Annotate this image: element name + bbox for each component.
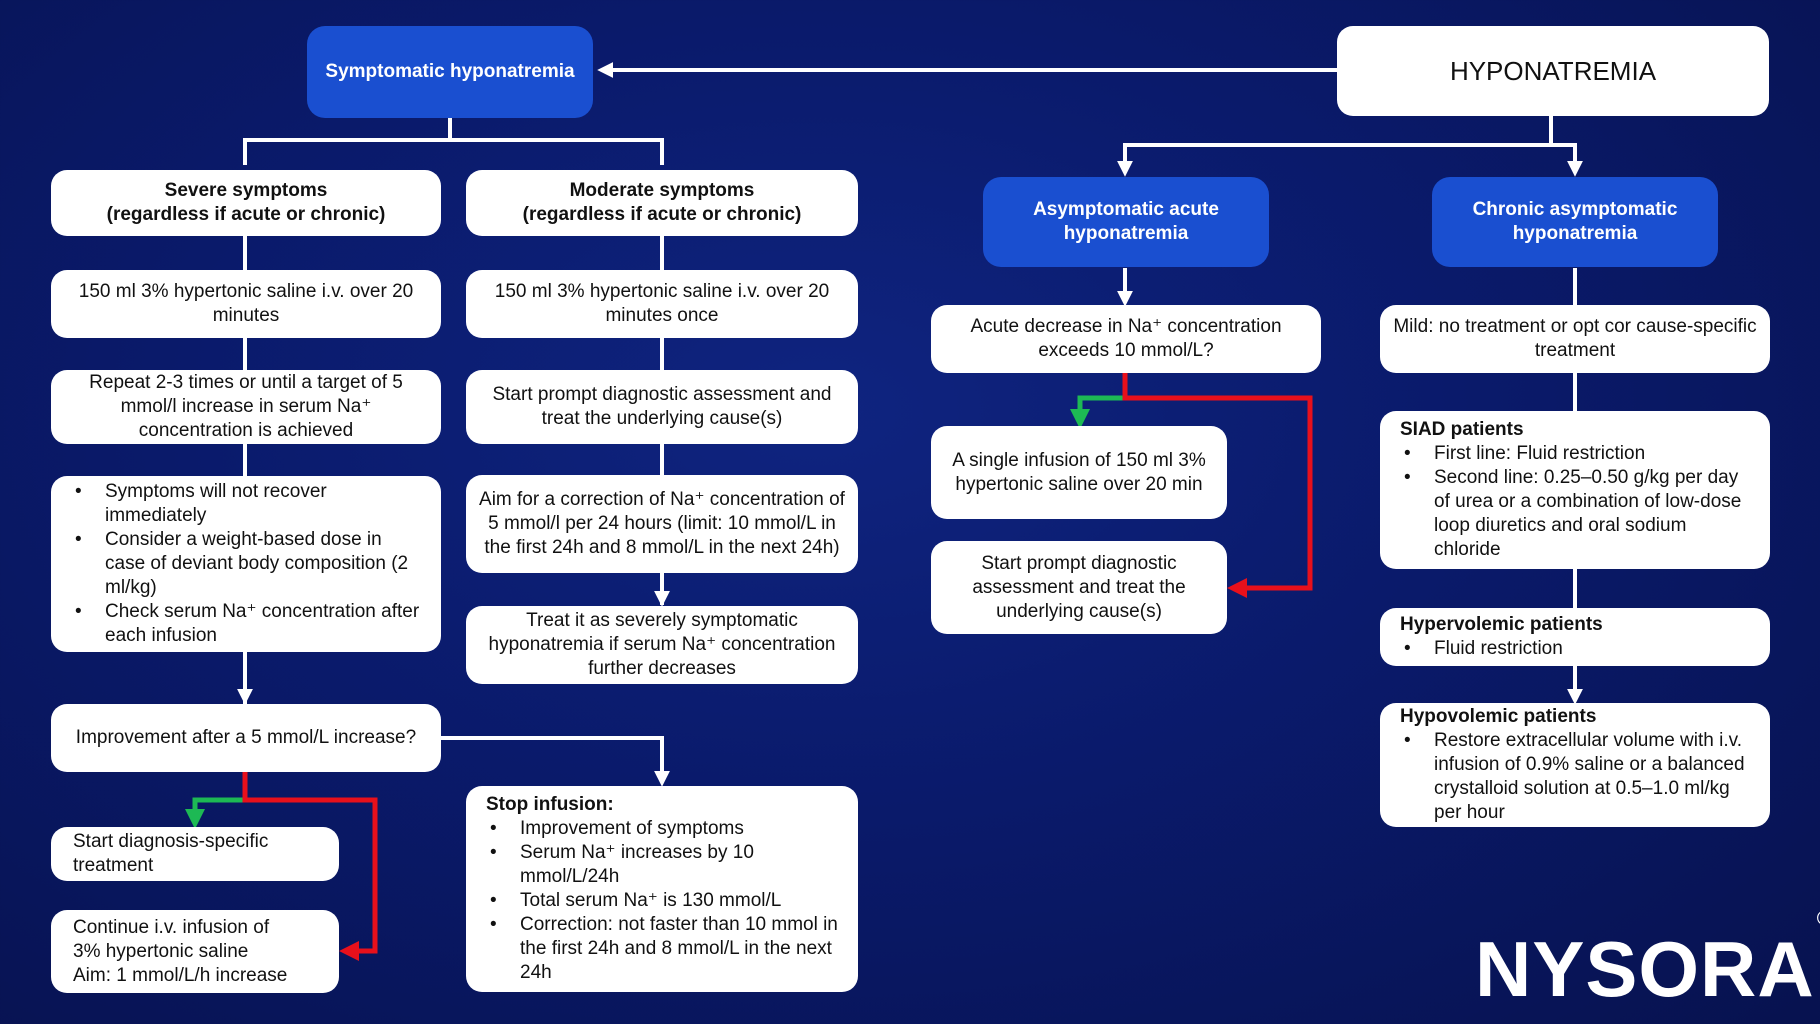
acute-assessment-text: Start prompt diagnostic assessment and t… (972, 552, 1186, 622)
continue-infusion-box: Continue i.v. infusion of 3% hypertonic … (51, 910, 339, 993)
improvement-question-box: Improvement after a 5 mmol/L increase? (51, 704, 441, 772)
root-label: HYPONATREMIA (1449, 56, 1657, 86)
logo-text: NYSORA (1475, 925, 1815, 1013)
single-infusion-text: A single infusion of 150 ml 3% hypertoni… (952, 449, 1206, 495)
mild-treatment-text: Mild: no treatment or opt cor cause-spec… (1393, 316, 1757, 361)
severe-step2-box: Repeat 2-3 times or until a target of 5 … (51, 370, 441, 444)
severe-title: Severe symptoms (164, 180, 328, 201)
severe-subtitle: (regardless if acute or chronic) (106, 204, 386, 225)
continue-infusion-line2: 3% hypertonic saline (73, 940, 249, 962)
moderate-step3-box: Aim for a correction of Na⁺ concentratio… (466, 475, 858, 573)
moderate-subtitle: (regardless if acute or chronic) (522, 204, 802, 225)
acute-question-box: Acute decrease in Na⁺ concentration exce… (931, 305, 1321, 373)
stop-infusion-box: Stop infusion: Improvement of symptoms S… (466, 786, 858, 992)
severe-step1-text: 150 ml 3% hypertonic saline i.v. over 20… (78, 281, 414, 326)
improvement-question-text: Improvement after a 5 mmol/L increase? (75, 727, 417, 748)
severe-note: Check serum Na⁺ concentration after each… (75, 600, 421, 648)
no-path-acute (1122, 372, 1313, 598)
severe-note: Symptoms will not recover immediately (75, 480, 421, 528)
moderate-step3-text: Aim for a correction of Na⁺ concentratio… (479, 489, 845, 558)
moderate-step4-box: Treat it as severely symptomatic hyponat… (466, 606, 858, 684)
asymptomatic-acute-box: Asymptomatic acute hyponatremia (983, 177, 1269, 267)
severe-notes-list: Symptoms will not recover immediately Co… (71, 480, 421, 648)
chronic-asymptomatic-box: Chronic asymptomatic hyponatremia (1432, 177, 1718, 267)
siad-title: SIAD patients (1400, 419, 1524, 440)
moderate-step1-text: 150 ml 3% hypertonic saline i.v. over 20… (494, 281, 830, 326)
single-infusion-box: A single infusion of 150 ml 3% hypertoni… (931, 426, 1227, 519)
acute-question-text: Acute decrease in Na⁺ concentration exce… (970, 316, 1282, 361)
moderate-symptoms-box: Moderate symptoms (regardless if acute o… (466, 170, 858, 236)
siad-box: SIAD patients First line: Fluid restrict… (1380, 411, 1770, 569)
severe-note: Consider a weight-based dose in case of … (75, 528, 421, 600)
continue-infusion-line3: Aim: 1 mmol/L/h increase (73, 964, 288, 986)
siad-item: Second line: 0.25–0.50 g/kg per day of u… (1404, 466, 1750, 562)
stop-item: Serum Na⁺ increases by 10 mmol/L/24h (490, 841, 838, 889)
moderate-title: Moderate symptoms (569, 180, 755, 201)
siad-item: First line: Fluid restriction (1404, 442, 1750, 466)
siad-list: First line: Fluid restriction Second lin… (1400, 442, 1750, 562)
severe-step1-box: 150 ml 3% hypertonic saline i.v. over 20… (51, 270, 441, 338)
hyponatremia-root-box: HYPONATREMIA (1337, 26, 1769, 116)
moderate-step1-box: 150 ml 3% hypertonic saline i.v. over 20… (466, 270, 858, 338)
hypervolemic-title: Hypervolemic patients (1400, 614, 1603, 635)
registered-mark: ® (1817, 908, 1820, 930)
severe-symptoms-box: Severe symptoms (regardless if acute or … (51, 170, 441, 236)
hypervolemic-box: Hypervolemic patients Fluid restriction (1380, 608, 1770, 666)
line-improvement-to-stop (440, 736, 670, 787)
nysora-logo: NYSORA® (1475, 909, 1820, 1008)
stop-item: Improvement of symptoms (490, 817, 838, 841)
hypovolemic-box: Hypovolemic patients Restore extracellul… (1380, 703, 1770, 827)
yes-path-acute (1070, 372, 1128, 429)
continue-infusion-line1: Continue i.v. infusion of (73, 916, 270, 938)
severe-notes-box: Symptoms will not recover immediately Co… (51, 476, 441, 652)
asymptomatic-acute-label: Asymptomatic acute hyponatremia (1033, 199, 1219, 244)
hypovolemic-item: Restore extracellular volume with i.v. i… (1404, 729, 1750, 825)
line-symptomatic-split (243, 118, 664, 165)
symptomatic-label: Symptomatic hyponatremia (325, 61, 575, 82)
symptomatic-box: Symptomatic hyponatremia (307, 26, 593, 118)
diagnosis-treatment-box: Start diagnosis-specific treatment (51, 827, 339, 881)
moderate-step2-box: Start prompt diagnostic assessment and t… (466, 370, 858, 444)
chronic-asymptomatic-label: Chronic asymptomatic hyponatremia (1472, 199, 1678, 244)
hypervolemic-item: Fluid restriction (1404, 637, 1750, 661)
hypervolemic-list: Fluid restriction (1400, 637, 1750, 661)
mild-treatment-box: Mild: no treatment or opt cor cause-spec… (1380, 305, 1770, 373)
no-path-severe (242, 772, 378, 961)
acute-assessment-box: Start prompt diagnostic assessment and t… (931, 541, 1227, 634)
stop-item: Correction: not faster than 10 mmol in t… (490, 913, 838, 985)
moderate-step4-text: Treat it as severely symptomatic hyponat… (488, 610, 836, 679)
stop-item: Total serum Na⁺ is 130 mmol/L (490, 889, 838, 913)
stop-infusion-list: Improvement of symptoms Serum Na⁺ increa… (486, 817, 838, 985)
diagnosis-treatment-text: Start diagnosis-specific treatment (73, 831, 269, 876)
severe-step2-text: Repeat 2-3 times or until a target of 5 … (89, 372, 403, 441)
line-root-split (1123, 115, 1577, 172)
yes-path-severe (185, 772, 248, 829)
moderate-step2-text: Start prompt diagnostic assessment and t… (492, 384, 832, 429)
hypovolemic-title: Hypovolemic patients (1400, 706, 1597, 727)
hypovolemic-list: Restore extracellular volume with i.v. i… (1400, 729, 1750, 825)
stop-infusion-title: Stop infusion: (486, 794, 614, 815)
